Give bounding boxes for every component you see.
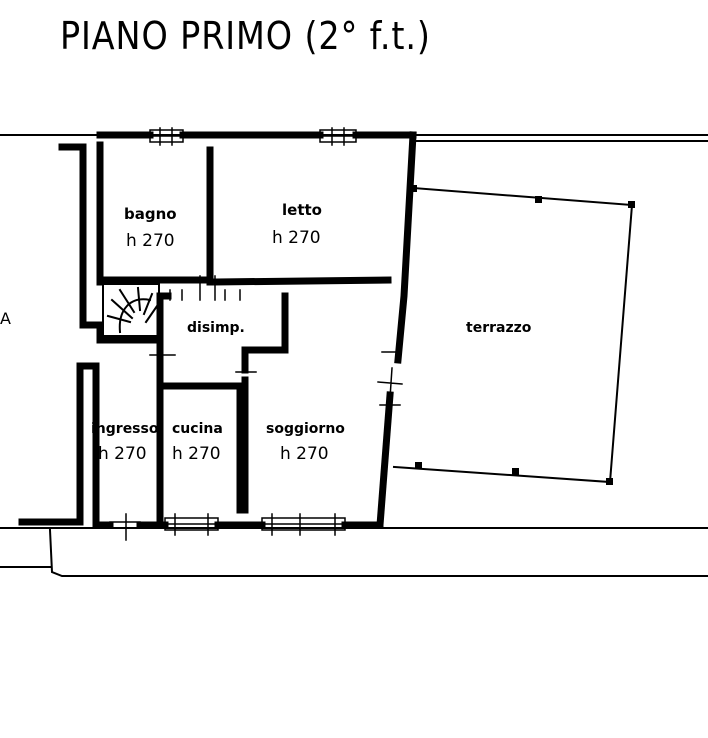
room-height-cucina: h 270 (172, 444, 221, 464)
room-height-bagno: h 270 (126, 231, 175, 251)
windows (109, 127, 357, 541)
room-label-ingresso: ingresso (91, 421, 159, 437)
terrace-posts (410, 185, 635, 485)
terrace-outline (392, 186, 634, 484)
inner-walls (98, 146, 392, 529)
room-label-disimp: disimp. (187, 320, 245, 336)
room-label-bagno: bagno (124, 205, 177, 223)
room-height-ingresso: h 270 (98, 444, 147, 464)
room-label-cucina: cucina (172, 421, 223, 437)
page-title: PIANO PRIMO (2° f.t.) (60, 14, 431, 58)
room-label-soggiorno: soggiorno (266, 421, 345, 437)
room-height-letto: h 270 (272, 228, 321, 248)
spiral-stair (102, 283, 160, 337)
room-height-soggiorno: h 270 (280, 444, 329, 464)
edge-letter: A (0, 309, 11, 328)
room-label-terrazzo: terrazzo (466, 320, 532, 336)
door-marks (149, 275, 403, 406)
room-label-letto: letto (282, 201, 322, 219)
